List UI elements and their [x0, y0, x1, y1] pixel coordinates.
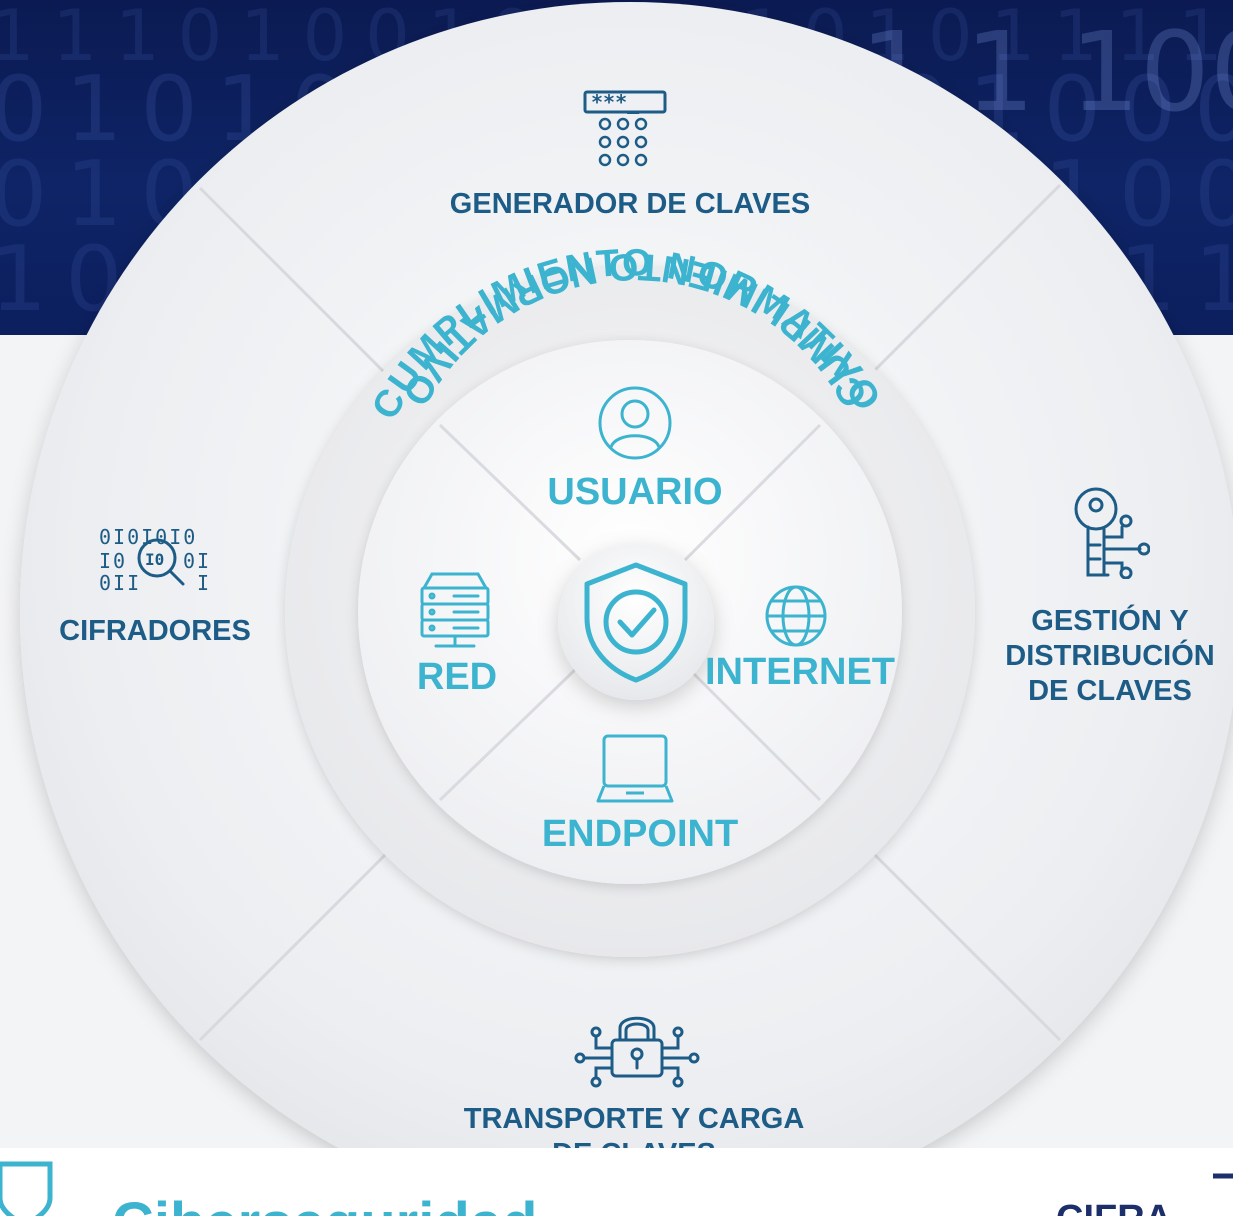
footer-title: Ciberseguridad — [112, 1190, 537, 1216]
inner-dividers — [438, 423, 822, 802]
label-line: GESTIÓN Y — [1031, 605, 1189, 637]
center-hub — [558, 544, 714, 700]
segment-label-network: RED — [416, 656, 498, 698]
user-icon — [598, 386, 672, 460]
segment-label-encryptors: CIFRADORES — [59, 615, 251, 647]
footer: Ciberseguridad CIFRA — [0, 1148, 1233, 1216]
label-line: DISTRIBUCIÓN — [1005, 639, 1215, 672]
segment-label-user: USUARIO — [547, 471, 723, 513]
shield-check-icon — [584, 562, 688, 683]
svg-text:0I: 0I — [183, 549, 211, 573]
key-circuit-icon — [1074, 487, 1150, 579]
password-keypad-icon: ***_ — [583, 90, 667, 167]
svg-text:0II: 0II — [99, 571, 141, 594]
binary-search-icon: 0I0I0I0 I0 0I 0II I I0 — [99, 525, 211, 594]
shield-logo-icon — [0, 1161, 53, 1216]
svg-text:I: I — [197, 571, 209, 594]
padlock-network-icon — [574, 1016, 700, 1088]
server-icon — [420, 572, 490, 648]
segment-label-internet: INTERNET — [705, 651, 895, 693]
segment-label-key-generator: GENERADOR DE CLAVES — [449, 188, 811, 220]
brand-shield-icon — [1213, 1173, 1233, 1179]
svg-text:I0: I0 — [99, 549, 127, 573]
svg-text:0I0I0I0: 0I0I0I0 — [99, 525, 197, 549]
outer-dividers — [198, 183, 1062, 1042]
segment-label-endpoint: ENDPOINT — [541, 813, 739, 855]
svg-text:I0: I0 — [145, 550, 164, 569]
label-line: TRANSPORTE Y CARGA — [463, 1103, 805, 1135]
label-line: DE CLAVES — [1028, 674, 1192, 707]
svg-text:***_: ***_ — [591, 90, 640, 114]
footer-brand: CIFRA — [1056, 1198, 1172, 1216]
segment-label-key-management: GESTIÓN Y DISTRIBUCIÓN DE CLAVES — [990, 604, 1230, 708]
globe-icon — [765, 585, 827, 647]
laptop-icon — [596, 734, 674, 803]
